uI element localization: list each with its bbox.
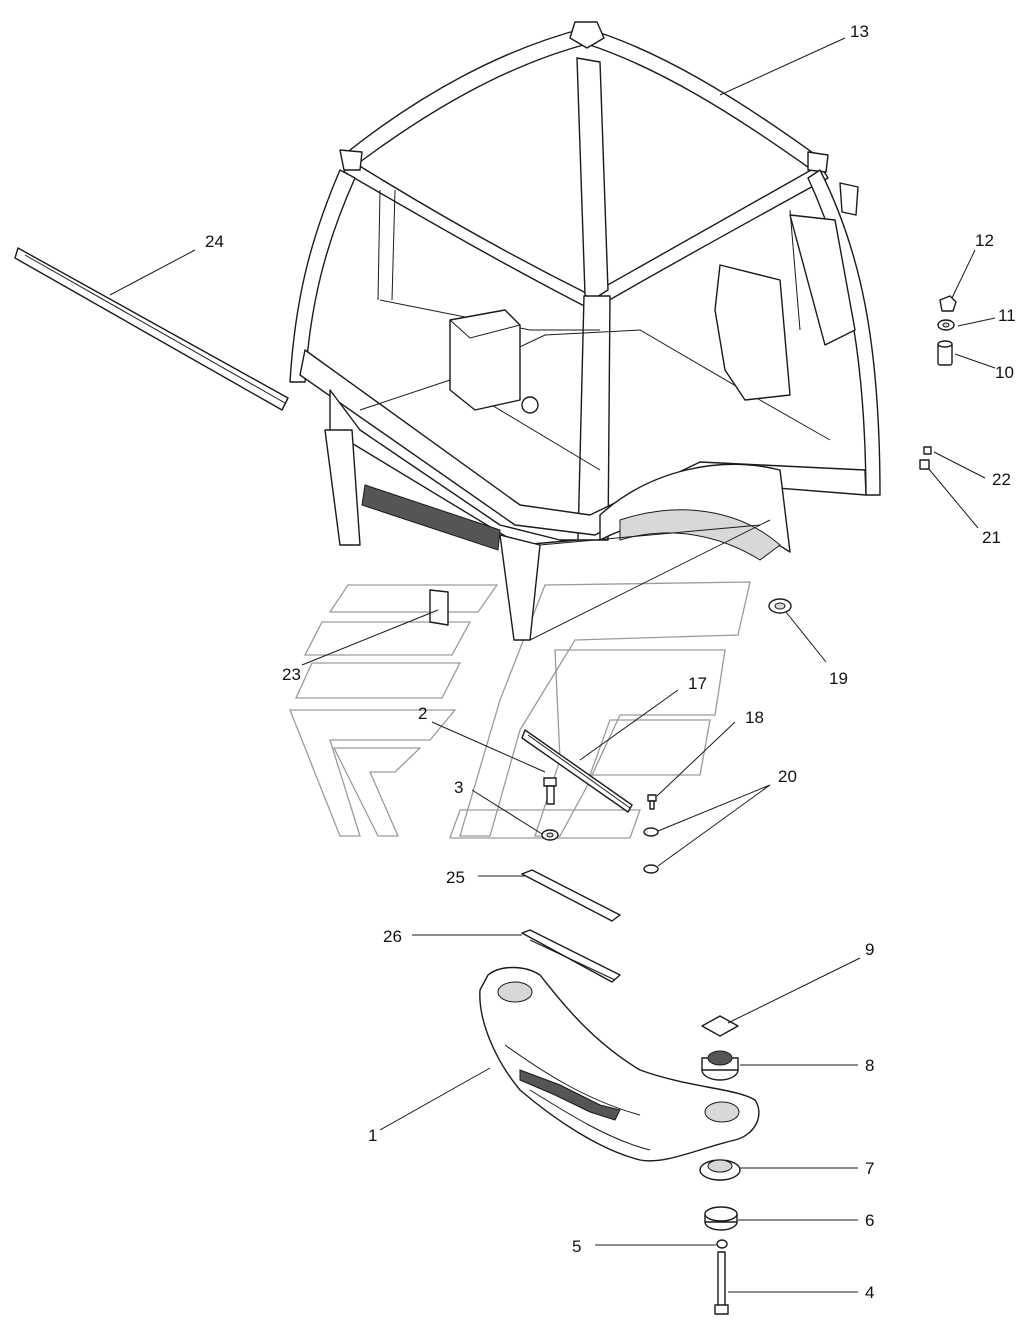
callout-5: 5: [572, 1237, 581, 1256]
cab-frame: [289, 21, 881, 641]
callout-18: 18: [745, 708, 764, 727]
callout-9: 9: [865, 940, 874, 959]
callout-6: 6: [865, 1211, 874, 1230]
callout-2: 2: [418, 704, 427, 723]
part-23-label: [429, 589, 449, 626]
parts-25-26-shims: [521, 869, 621, 983]
callout-17: 17: [688, 674, 707, 693]
parts-21-22: [919, 446, 932, 470]
callout-12: 12: [975, 231, 994, 250]
parts-18-20: [643, 794, 659, 874]
callout-10: 10: [995, 363, 1014, 382]
callout-22: 22: [992, 470, 1011, 489]
part-24-rail: [14, 247, 289, 411]
callout-13: 13: [850, 22, 869, 41]
parts-10-12: [937, 295, 957, 366]
callout-labels: 13 24 12 11 10 22 21 19 23 17 2 18 3 20 …: [205, 22, 1016, 1302]
callout-21: 21: [982, 528, 1001, 547]
callout-4: 4: [865, 1283, 874, 1302]
callout-11: 11: [998, 306, 1016, 325]
callout-23: 23: [282, 665, 301, 684]
callout-24: 24: [205, 232, 224, 251]
part-19-grommet: [768, 598, 792, 614]
callout-7: 7: [865, 1159, 874, 1178]
leader-lines: [109, 37, 996, 1293]
parts-2-3: [541, 777, 559, 841]
callout-3: 3: [454, 778, 463, 797]
callout-1: 1: [368, 1126, 377, 1145]
callout-25: 25: [446, 868, 465, 887]
part-1-bracket: [479, 966, 760, 1162]
callout-20: 20: [778, 767, 797, 786]
callout-19: 19: [829, 669, 848, 688]
parts-4-9-mount-stack: [699, 1015, 741, 1315]
part-17-strip: [521, 729, 633, 813]
watermark-logo: [289, 581, 751, 839]
callout-26: 26: [383, 927, 402, 946]
callout-8: 8: [865, 1056, 874, 1075]
